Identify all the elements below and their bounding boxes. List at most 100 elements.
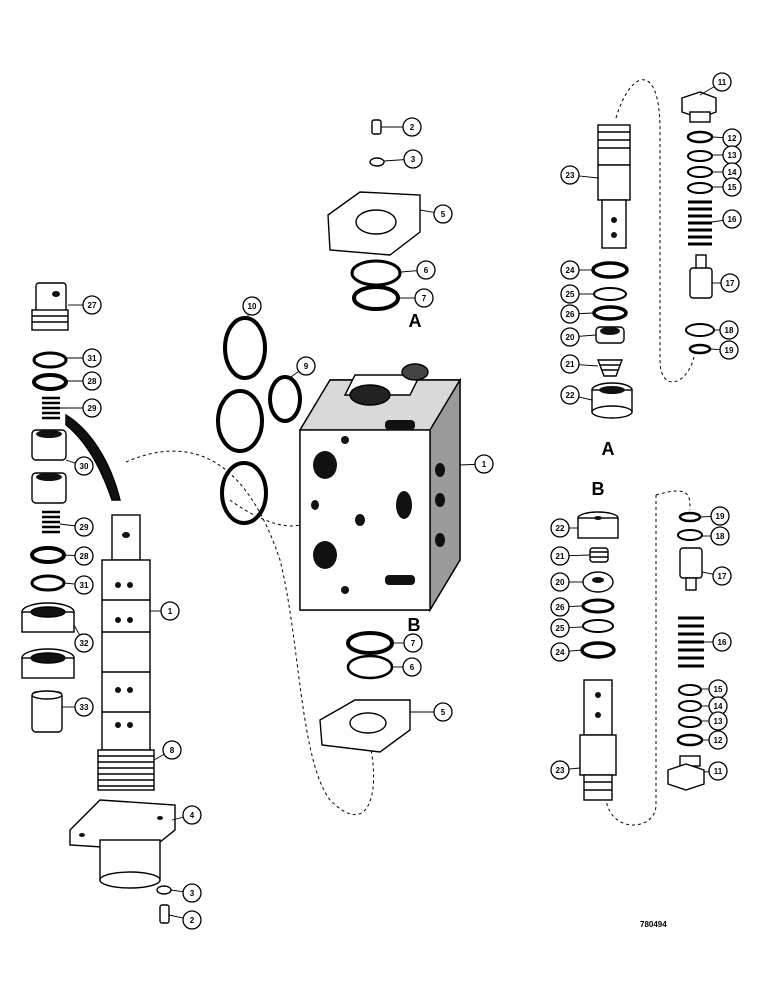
spool <box>69 514 176 924</box>
callout-21: 21 <box>550 546 570 566</box>
callout-29: 29 <box>74 517 94 537</box>
callout-circle <box>74 517 94 537</box>
callout-10: 10 <box>242 296 262 316</box>
callout-26: 26 <box>560 304 580 324</box>
section-label-a-upper: A <box>409 311 422 331</box>
callout-number: 4 <box>190 811 195 820</box>
callout-1: 1 <box>474 454 494 474</box>
leader-line <box>568 605 583 608</box>
callout-number: 5 <box>441 708 446 717</box>
callout-number: 28 <box>80 552 89 561</box>
leader-line <box>711 136 724 139</box>
callout-23: 23 <box>550 760 570 780</box>
drawing-reference-code: 780494 <box>640 920 667 929</box>
callout-number: 20 <box>556 578 565 587</box>
leader-line <box>59 523 76 527</box>
callout-circle <box>162 740 182 760</box>
callout-circle <box>296 356 316 376</box>
callout-25: 25 <box>560 284 580 304</box>
leader-line <box>383 159 405 162</box>
leader-line <box>168 914 184 919</box>
callout-24: 24 <box>550 642 570 662</box>
callout-circle <box>474 454 494 474</box>
callout-circle <box>182 805 202 825</box>
callout-circle <box>82 295 102 315</box>
leader-line <box>400 270 418 273</box>
callout-circle <box>720 273 740 293</box>
callout-17: 17 <box>720 273 740 293</box>
valve-body <box>298 363 462 613</box>
callout-circle <box>560 165 580 185</box>
leader-line <box>699 86 715 96</box>
callout-circle <box>160 601 180 621</box>
callout-31: 31 <box>74 575 94 595</box>
lower-cover-stack <box>319 631 411 753</box>
callout-22: 22 <box>560 385 580 405</box>
callout-13: 13 <box>722 145 742 165</box>
callout-number: 26 <box>556 603 565 612</box>
callout-23: 23 <box>560 165 580 185</box>
callout-32: 32 <box>74 633 94 653</box>
callout-4: 4 <box>182 805 202 825</box>
callout-25: 25 <box>550 618 570 638</box>
callout-11: 11 <box>712 72 732 92</box>
callout-circle <box>550 642 570 662</box>
callout-circle <box>560 327 580 347</box>
callout-circle <box>182 883 202 903</box>
callout-18: 18 <box>719 320 739 340</box>
relief-valve-upper <box>591 91 717 419</box>
callout-circle <box>550 518 570 538</box>
callout-number: 24 <box>556 648 565 657</box>
leader-line <box>578 364 599 367</box>
callout-26: 26 <box>550 597 570 617</box>
callout-22: 22 <box>550 518 570 538</box>
callout-circle <box>719 340 739 360</box>
callout-number: 3 <box>190 889 195 898</box>
callout-circle <box>82 348 102 368</box>
callout-number: 27 <box>88 301 97 310</box>
callout-24: 24 <box>560 260 580 280</box>
callout-12: 12 <box>708 730 728 750</box>
callout-number: 31 <box>80 581 89 590</box>
callout-16: 16 <box>722 209 742 229</box>
callout-number: 14 <box>728 168 737 177</box>
callout-circle <box>74 697 94 717</box>
callout-31: 31 <box>82 348 102 368</box>
leader-line <box>170 889 184 893</box>
leader-line <box>568 626 584 629</box>
callout-circle <box>708 711 728 731</box>
callout-16: 16 <box>712 632 732 652</box>
callout-number: 11 <box>714 767 723 776</box>
relief-valve-lower <box>577 511 705 801</box>
callout-circle <box>560 304 580 324</box>
leader-line <box>63 582 76 585</box>
callout-20: 20 <box>550 572 570 592</box>
callout-number: 16 <box>718 638 727 647</box>
callout-circle <box>82 398 102 418</box>
leader-line <box>459 463 476 466</box>
callout-28: 28 <box>82 371 102 391</box>
callout-30: 30 <box>74 456 94 476</box>
callout-15: 15 <box>722 177 742 197</box>
callout-circle <box>74 633 94 653</box>
section-label-a-lower: A <box>602 439 615 459</box>
leader-line <box>701 571 714 575</box>
callout-number: 26 <box>566 310 575 319</box>
callout-number: 20 <box>566 333 575 342</box>
leader-line <box>65 459 76 464</box>
callout-7: 7 <box>403 633 423 653</box>
callout-number: 18 <box>716 532 725 541</box>
callout-number: 2 <box>410 123 415 132</box>
large-o-rings <box>216 316 302 525</box>
callout-circle <box>708 761 728 781</box>
callout-circle <box>403 149 423 169</box>
callout-13: 13 <box>708 711 728 731</box>
callout-number: 31 <box>88 354 97 363</box>
callout-circle <box>433 702 453 722</box>
leader-line <box>568 767 581 770</box>
callout-number: 1 <box>482 460 487 469</box>
leader-line <box>711 219 724 223</box>
callout-33: 33 <box>74 697 94 717</box>
callout-number: 19 <box>716 512 725 521</box>
